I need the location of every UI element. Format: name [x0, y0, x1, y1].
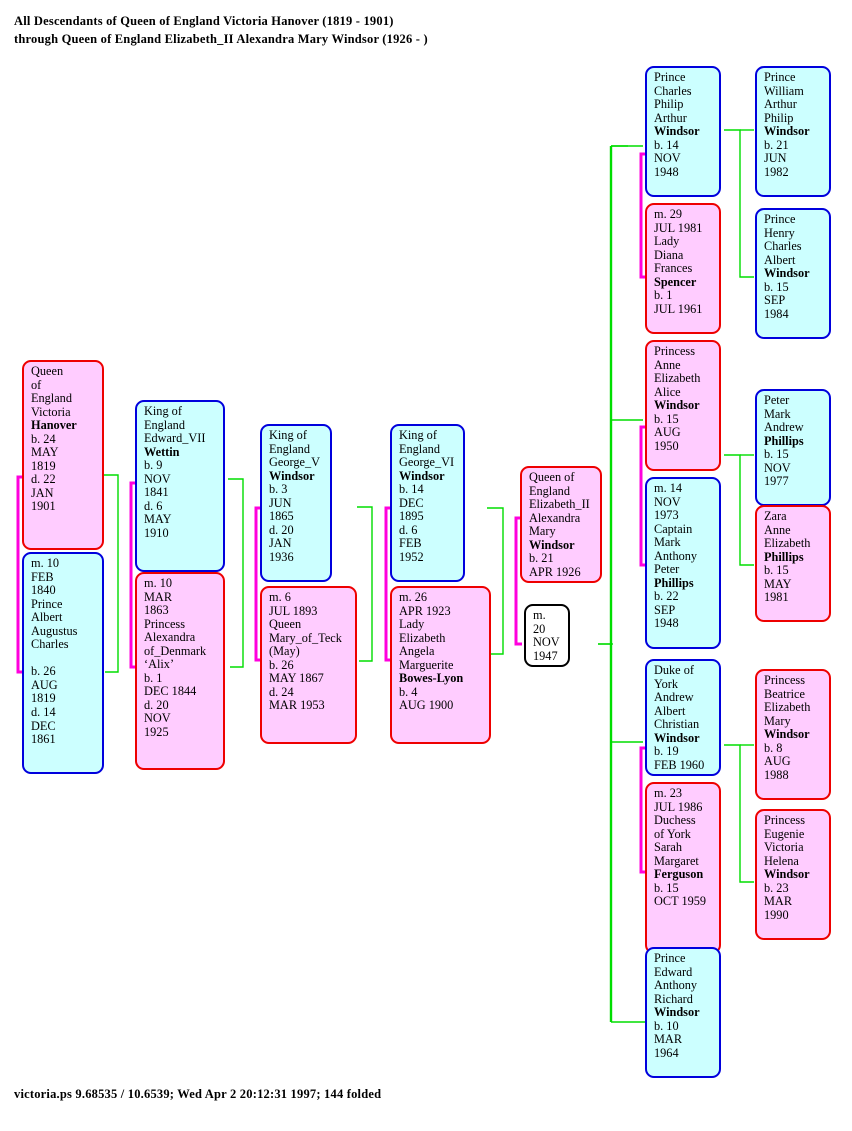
marriage-brace-george5-mary	[254, 506, 262, 662]
marriage-brace-andrew-sarah	[639, 746, 647, 874]
descent-victoria-to-edward7	[102, 474, 119, 673]
descent-edward7-to-george5	[228, 478, 244, 668]
person-box-george6[interactable]: King of England George_VI Windsor b. 14 …	[390, 424, 465, 582]
marriage-brace-charles-diana	[639, 152, 647, 279]
person-box-william[interactable]: Prince William Arthur Philip Windsor b. …	[755, 66, 831, 197]
person-box-charles[interactable]: Prince Charles Philip Arthur Windsor b. …	[645, 66, 721, 197]
person-box-sarah-ferguson[interactable]: m. 23 JUL 1986 Duchess of York Sarah Mar…	[645, 782, 721, 954]
person-box-mark-phillips[interactable]: m. 14 NOV 1973 Captain Mark Anthony Pete…	[645, 477, 721, 649]
descent-george5-to-george6	[357, 506, 373, 662]
person-box-eugenie[interactable]: Princess Eugenie Victoria Helena Windsor…	[755, 809, 831, 940]
marriage-brace-edward7-alexandra	[129, 481, 137, 669]
page-title-line2: through Queen of England Elizabeth_II Al…	[14, 32, 428, 46]
descent-andrew-to-children	[724, 744, 754, 883]
person-box-maryteck[interactable]: m. 6 JUL 1893 Queen Mary_of_Teck (May) b…	[260, 586, 357, 744]
descent-anne-to-children	[724, 454, 754, 566]
person-box-edward7[interactable]: King of England Edward_VII Wettin b. 9 N…	[135, 400, 225, 572]
person-box-albert[interactable]: m. 10 FEB 1840 Prince Albert Augustus Ch…	[22, 552, 104, 774]
person-box-elizabeth2[interactable]: Queen of England Elizabeth_II Alexandra …	[520, 466, 602, 583]
person-box-beatrice[interactable]: Princess Beatrice Elizabeth Mary Windsor…	[755, 669, 831, 800]
person-box-george5[interactable]: King of England George_V Windsor b. 3 JU…	[260, 424, 332, 582]
descent-charles-to-children	[724, 129, 754, 278]
person-box-anne[interactable]: Princess Anne Elizabeth Alice Windsor b.…	[645, 340, 721, 471]
marriage-brace-george6-bowes	[384, 506, 392, 662]
descent-george6-to-elizabeth2	[487, 507, 504, 655]
person-box-bowes-lyon[interactable]: m. 26 APR 1923 Lady Elizabeth Angela Mar…	[390, 586, 491, 744]
person-box-edward[interactable]: Prince Edward Anthony Richard Windsor b.…	[645, 947, 721, 1078]
person-box-peter-phillips[interactable]: Peter Mark Andrew Phillips b. 15 NOV 197…	[755, 389, 831, 506]
page-title: All Descendants of Queen of England Vict…	[14, 12, 734, 48]
footer-caption: victoria.ps 9.68535 / 10.6539; Wed Apr 2…	[14, 1087, 382, 1101]
marriage-brace-anne-mark	[639, 425, 647, 567]
person-box-zara-phillips[interactable]: Zara Anne Elizabeth Phillips b. 15 MAY 1…	[755, 505, 831, 622]
marriage-box-elizabeth2-philip[interactable]: m. 20 NOV 1947	[524, 604, 570, 667]
person-box-henry[interactable]: Prince Henry Charles Albert Windsor b. 1…	[755, 208, 831, 339]
marriage-brace-elizabeth2-philip	[514, 516, 522, 646]
person-box-andrew[interactable]: Duke of York Andrew Albert Christian Win…	[645, 659, 721, 776]
person-box-diana[interactable]: m. 29 JUL 1981 Lady Diana Frances Spence…	[645, 203, 721, 334]
person-box-victoria[interactable]: Queen of England Victoria Hanover b. 24 …	[22, 360, 104, 550]
marriage-brace-victoria-albert	[16, 475, 24, 674]
person-box-alexandra[interactable]: m. 10 MAR 1863 Princess Alexandra of_Den…	[135, 572, 225, 770]
page-title-line1: All Descendants of Queen of England Vict…	[14, 14, 394, 28]
